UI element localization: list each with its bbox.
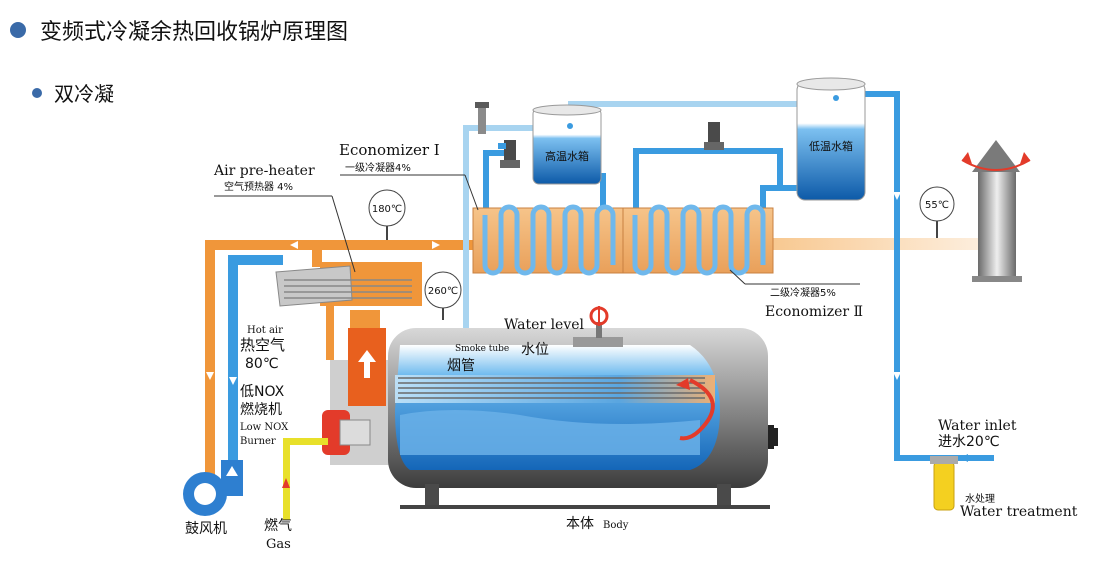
page-title: 变频式冷凝余热回收锅炉原理图 xyxy=(40,20,349,45)
smoke-tube-en-label: Smoke tube xyxy=(455,344,509,354)
title-bullet-icon xyxy=(10,22,26,38)
page-subtitle: 双冷凝 xyxy=(54,82,114,106)
burner-nozzle xyxy=(322,410,371,455)
air-preheater-en-label: Air pre-heater xyxy=(213,163,315,179)
blower-fan-icon xyxy=(183,460,243,516)
gas-en-label: Gas xyxy=(266,537,291,552)
smoke-tube-cn-label: 烟管 xyxy=(447,358,475,374)
thermometer-55: 55℃ xyxy=(919,186,955,238)
gas-cn-label: 燃气 xyxy=(264,517,292,534)
air-preheater xyxy=(275,262,422,307)
economizer2-cn-label: 二级冷凝器5% xyxy=(770,286,836,299)
economizer1-cn-label: 一级冷凝器4% xyxy=(345,161,411,174)
temp-260-label: 260℃ xyxy=(428,286,458,297)
body-en-label: Body xyxy=(603,520,629,531)
water-treatment-unit xyxy=(930,456,958,511)
water-treat-cn-label: 水处理 xyxy=(965,493,995,505)
pump-1-icon xyxy=(498,140,520,168)
low-temp-tank: 低温水箱 xyxy=(796,77,866,201)
temp-180-label: 180℃ xyxy=(372,204,402,215)
economizer2-en-label: Economizer Ⅱ xyxy=(765,304,863,320)
low-nox-cn-label-1: 低NOX xyxy=(240,384,285,400)
water-treat-en-label: Water treatment xyxy=(960,504,1078,520)
water-level-en-label: Water level xyxy=(504,317,585,333)
title-bar: 变频式冷凝余热回收锅炉原理图 xyxy=(10,14,348,46)
thermometer-180: 180℃ xyxy=(368,189,406,240)
high-tank-label: 高温水箱 xyxy=(545,149,589,163)
low-nox-cn-label-2: 燃烧机 xyxy=(240,401,282,418)
hot-air-cn-label: 热空气 xyxy=(240,336,285,354)
thermometer-260: 260℃ xyxy=(424,271,462,320)
blower-label: 鼓风机 xyxy=(185,521,227,537)
hot-air-duct xyxy=(228,255,283,485)
flue-gas-ducts xyxy=(205,238,980,483)
pump-2-icon xyxy=(704,122,724,150)
economizer-1 xyxy=(472,204,624,276)
vent-chimney xyxy=(475,102,489,134)
hot-air-temp-label: 80℃ xyxy=(245,356,279,372)
low-nox-en-label-2: Burner xyxy=(240,436,276,447)
body-cn-label: 本体 xyxy=(566,516,594,532)
air-preheater-cn-label: 空气预热器 4% xyxy=(224,180,293,193)
temp-55-label: 55℃ xyxy=(925,200,949,211)
low-tank-label: 低温水箱 xyxy=(809,139,853,153)
gas-pipe xyxy=(282,438,328,520)
water-inlet-en-label: Water inlet xyxy=(938,418,1017,434)
economizer1-en-label: Economizer Ⅰ xyxy=(339,141,440,159)
boiler-body xyxy=(388,306,778,509)
exhaust-stack xyxy=(961,140,1031,282)
water-level-cn-label: 水位 xyxy=(521,342,549,358)
low-nox-en-label-1: Low NOX xyxy=(240,422,289,433)
subtitle-bullet-icon xyxy=(32,87,42,98)
water-inlet-cn-label: 进水20℃ xyxy=(938,434,1000,450)
economizer-2 xyxy=(622,204,774,276)
smoke-tubes xyxy=(398,377,705,399)
subtitle-bar: 双冷凝 xyxy=(32,78,114,107)
hot-air-en-label: Hot air xyxy=(247,325,283,336)
high-temp-tank: 高温水箱 xyxy=(532,104,602,185)
